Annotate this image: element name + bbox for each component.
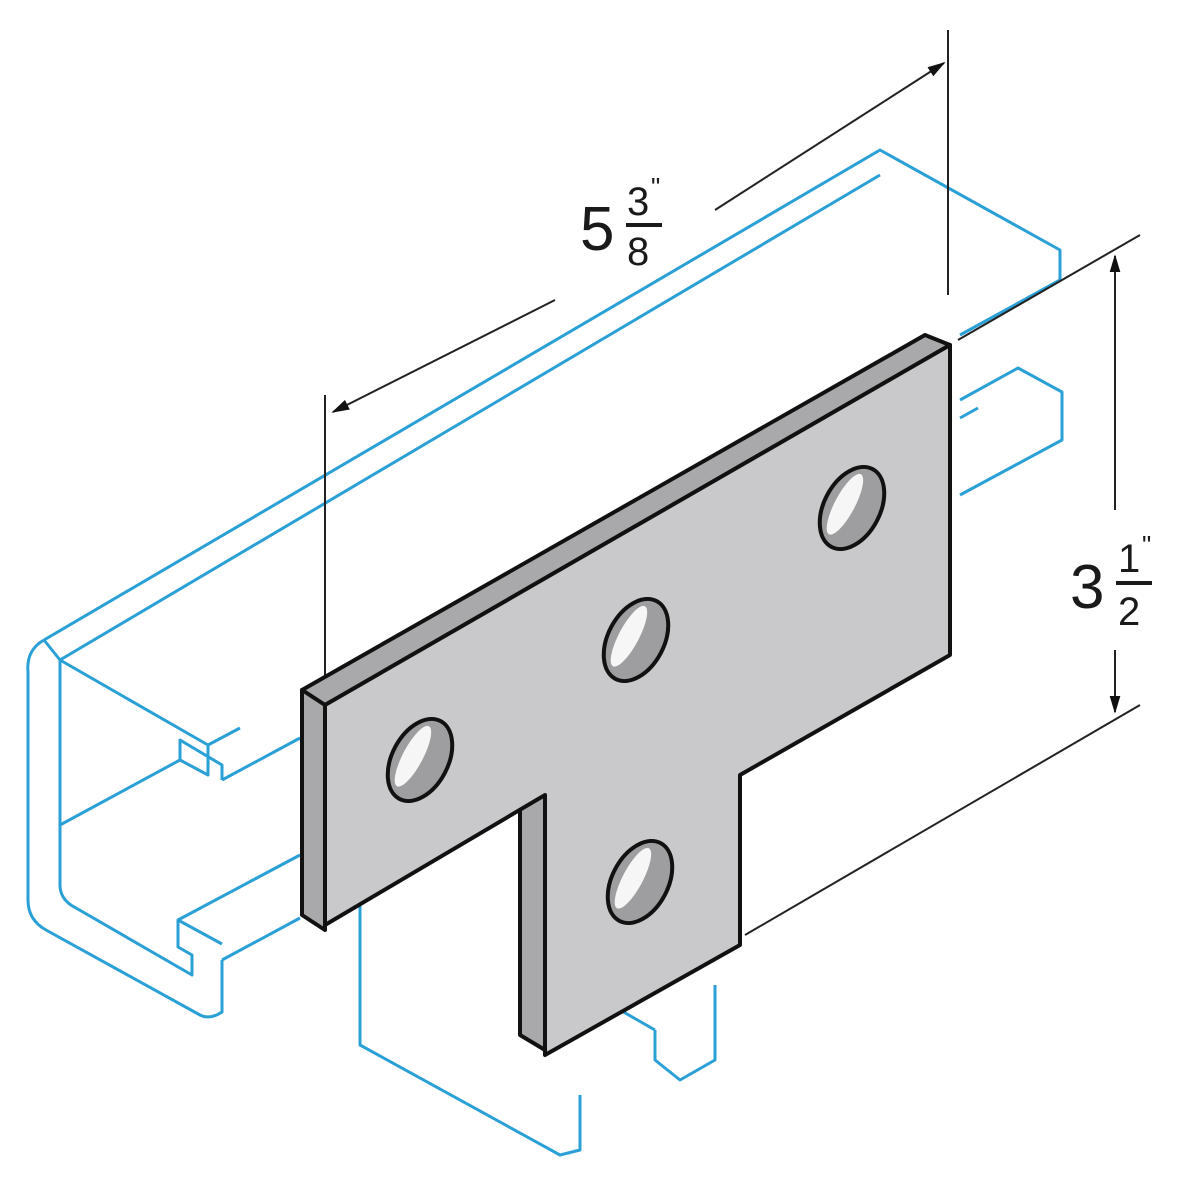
length-label: 5 3 " 8 <box>580 172 662 274</box>
hole-1 <box>385 716 455 804</box>
height-unit: " <box>1142 530 1151 560</box>
dimension-height <box>744 234 1141 936</box>
hole-4 <box>605 838 675 926</box>
hole-2 <box>601 596 671 684</box>
length-numerator: 3 <box>627 180 649 224</box>
length-whole: 5 <box>580 195 614 264</box>
hole-3 <box>817 464 887 552</box>
height-denominator: 2 <box>1118 590 1140 634</box>
height-label: 3 1 " 2 <box>1070 530 1152 634</box>
plate-holes <box>385 464 887 926</box>
height-whole: 3 <box>1070 553 1104 622</box>
length-denominator: 8 <box>627 230 649 274</box>
height-numerator: 1 <box>1118 537 1140 581</box>
length-unit: " <box>651 172 660 202</box>
strut-channel <box>26 148 1064 1157</box>
t-plate <box>300 333 952 1057</box>
dimension-length <box>324 30 949 690</box>
